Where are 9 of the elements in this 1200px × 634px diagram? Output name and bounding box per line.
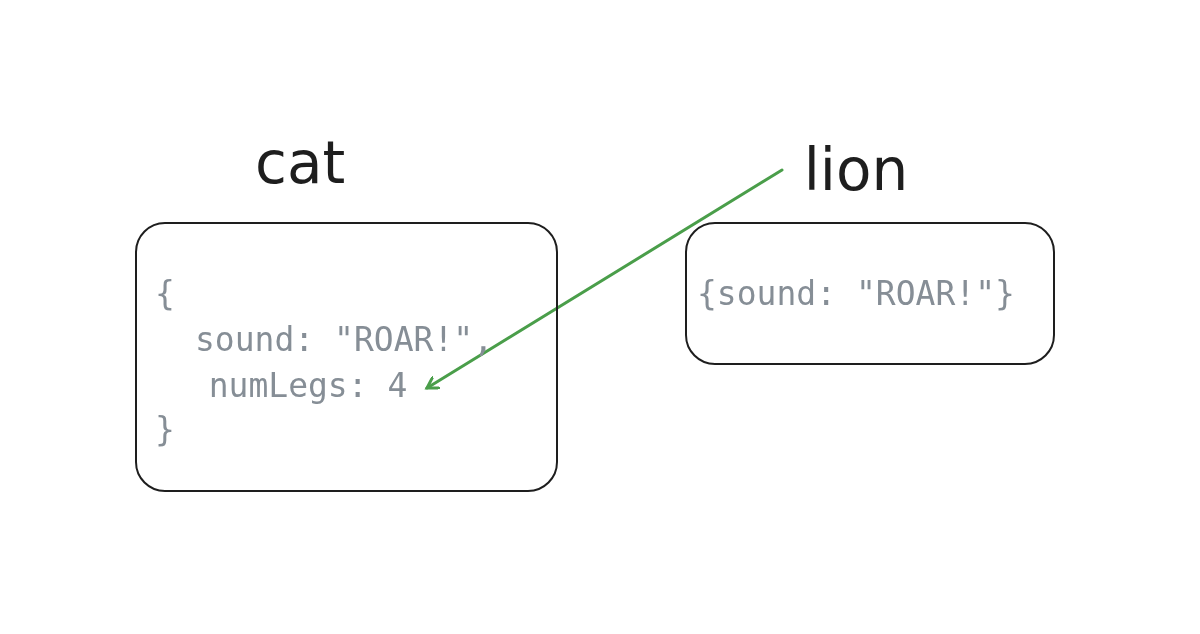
box-heading: cat bbox=[255, 134, 346, 192]
code-line: { bbox=[155, 274, 175, 314]
node-label: lion bbox=[803, 141, 909, 199]
code-line: {sound: "ROAR!"} bbox=[697, 274, 1015, 314]
code-line: numLegs: 4 bbox=[208, 366, 408, 406]
code-line: } bbox=[155, 410, 175, 450]
rounded-box bbox=[685, 222, 1055, 365]
code-line: sound: "ROAR!", bbox=[195, 320, 493, 360]
arrow bbox=[425, 168, 784, 390]
